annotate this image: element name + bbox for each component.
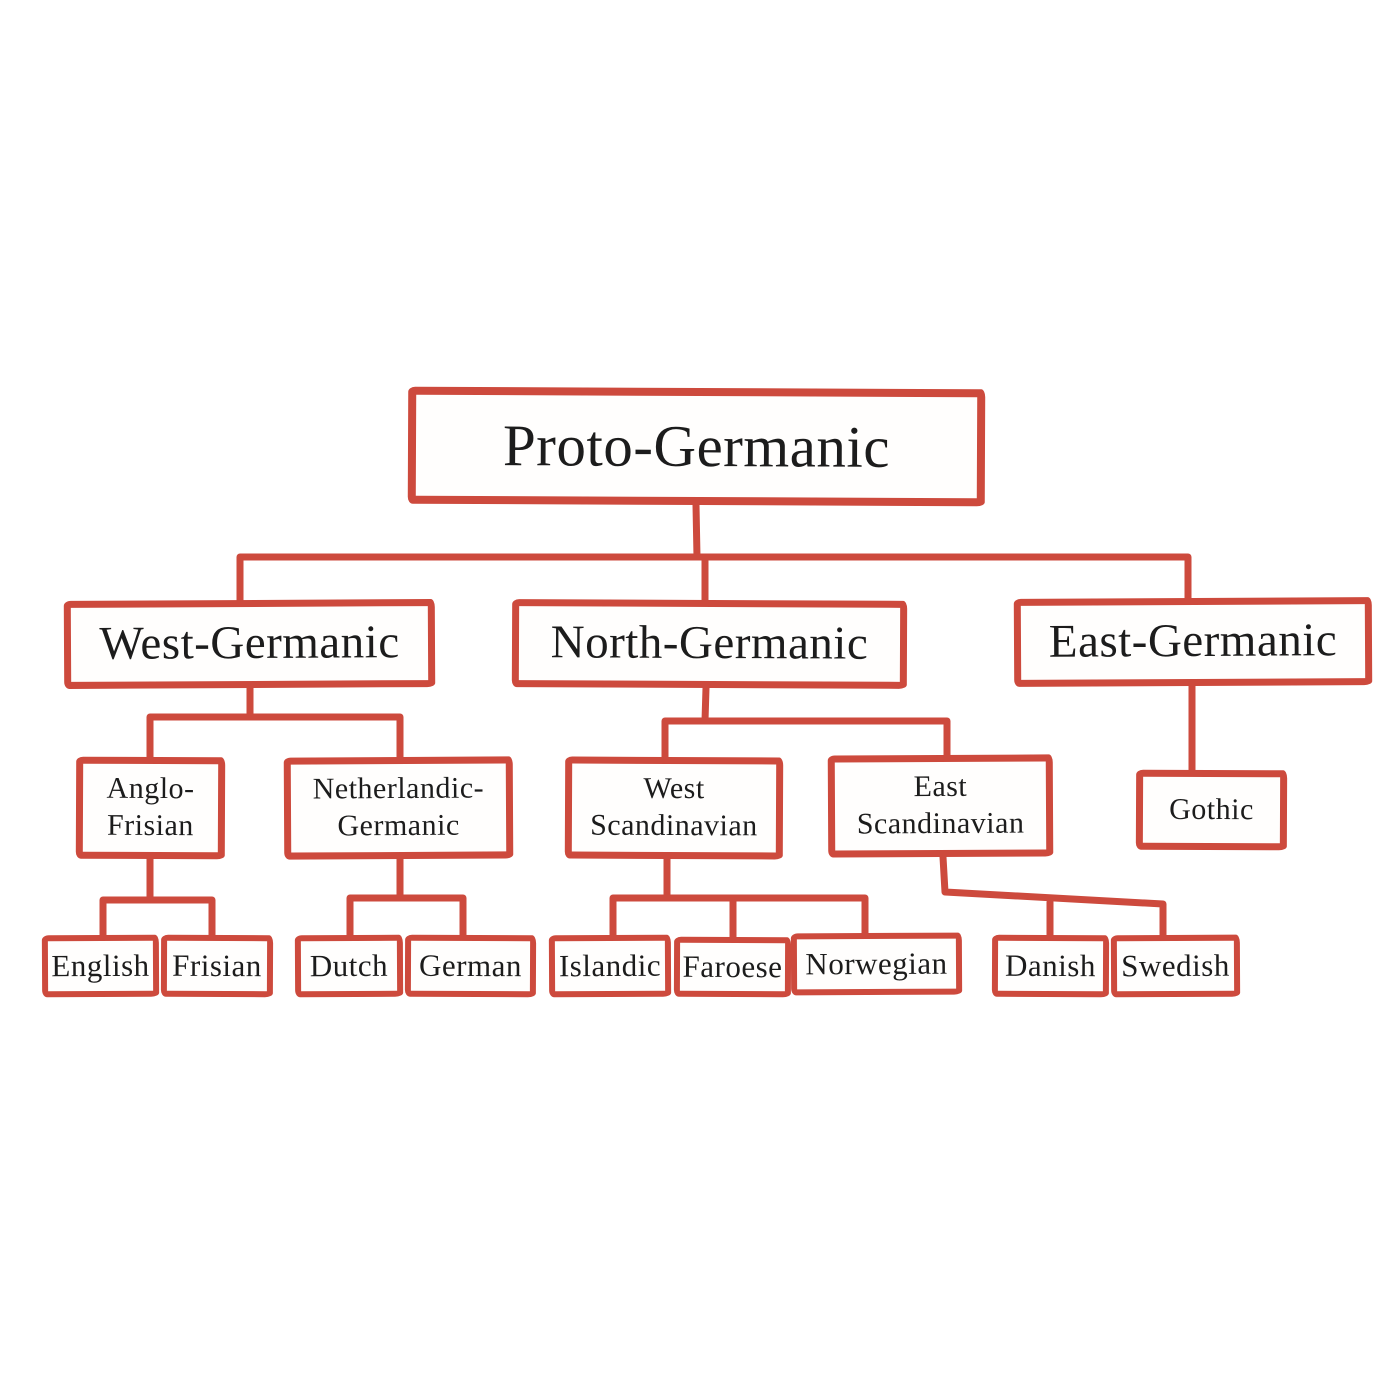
node-west-germanic-label: West-Germanic <box>99 616 400 671</box>
node-english: English <box>41 934 160 998</box>
node-east-germanic-label: East-Germanic <box>1048 614 1338 669</box>
node-swedish: Swedish <box>1110 934 1241 998</box>
node-gothic-label: Gothic <box>1169 792 1254 826</box>
node-anglo-frisian-label: Anglo- Frisian <box>106 772 195 843</box>
node-west-germanic: West-Germanic <box>63 599 436 689</box>
node-proto-germanic-label: Proto-Germanic <box>502 411 891 480</box>
node-gothic: Gothic <box>1135 769 1288 851</box>
node-north-germanic-label: North-Germanic <box>550 616 869 671</box>
node-islandic-label: Islandic <box>558 947 662 984</box>
node-norwegian-label: Norwegian <box>805 945 948 982</box>
node-east-scandinavian-label: East Scandinavian <box>856 770 1025 841</box>
node-frisian-label: Frisian <box>172 947 262 984</box>
node-faroese: Faroese <box>673 936 792 998</box>
node-east-scandinavian: East Scandinavian <box>827 754 1054 858</box>
connector-north-germanic-children <box>661 684 951 761</box>
connector-west-scandinavian-children <box>609 855 869 941</box>
node-netherlandic-germanic-label: Netherlandic- Germanic <box>312 771 485 843</box>
node-anglo-frisian: Anglo- Frisian <box>75 756 226 860</box>
node-frisian: Frisian <box>160 934 274 998</box>
connector-west-germanic-children <box>146 684 404 761</box>
node-west-scandinavian-label: West Scandinavian <box>590 772 758 843</box>
node-proto-germanic: Proto-Germanic <box>407 386 986 507</box>
node-netherlandic-germanic: Netherlandic- Germanic <box>283 756 514 860</box>
node-dutch: Dutch <box>294 934 404 998</box>
connector-proto-to-level2 <box>236 501 1192 604</box>
node-east-germanic: East-Germanic <box>1013 597 1373 687</box>
connector-east-scandinavian-children <box>939 853 1167 939</box>
node-danish: Danish <box>991 934 1110 998</box>
node-norwegian: Norwegian <box>790 932 963 996</box>
node-islandic: Islandic <box>548 934 672 998</box>
node-german-label: German <box>419 947 522 984</box>
connector-anglo-frisian-children <box>99 855 216 939</box>
node-north-germanic: North-Germanic <box>511 599 908 689</box>
node-west-scandinavian: West Scandinavian <box>564 756 784 860</box>
node-german: German <box>404 934 537 998</box>
node-faroese-label: Faroese <box>682 948 783 985</box>
node-english-label: English <box>51 947 150 984</box>
connector-netherlandic-children <box>346 855 467 939</box>
node-danish-label: Danish <box>1005 947 1096 984</box>
node-dutch-label: Dutch <box>309 947 389 984</box>
node-swedish-label: Swedish <box>1121 947 1230 984</box>
